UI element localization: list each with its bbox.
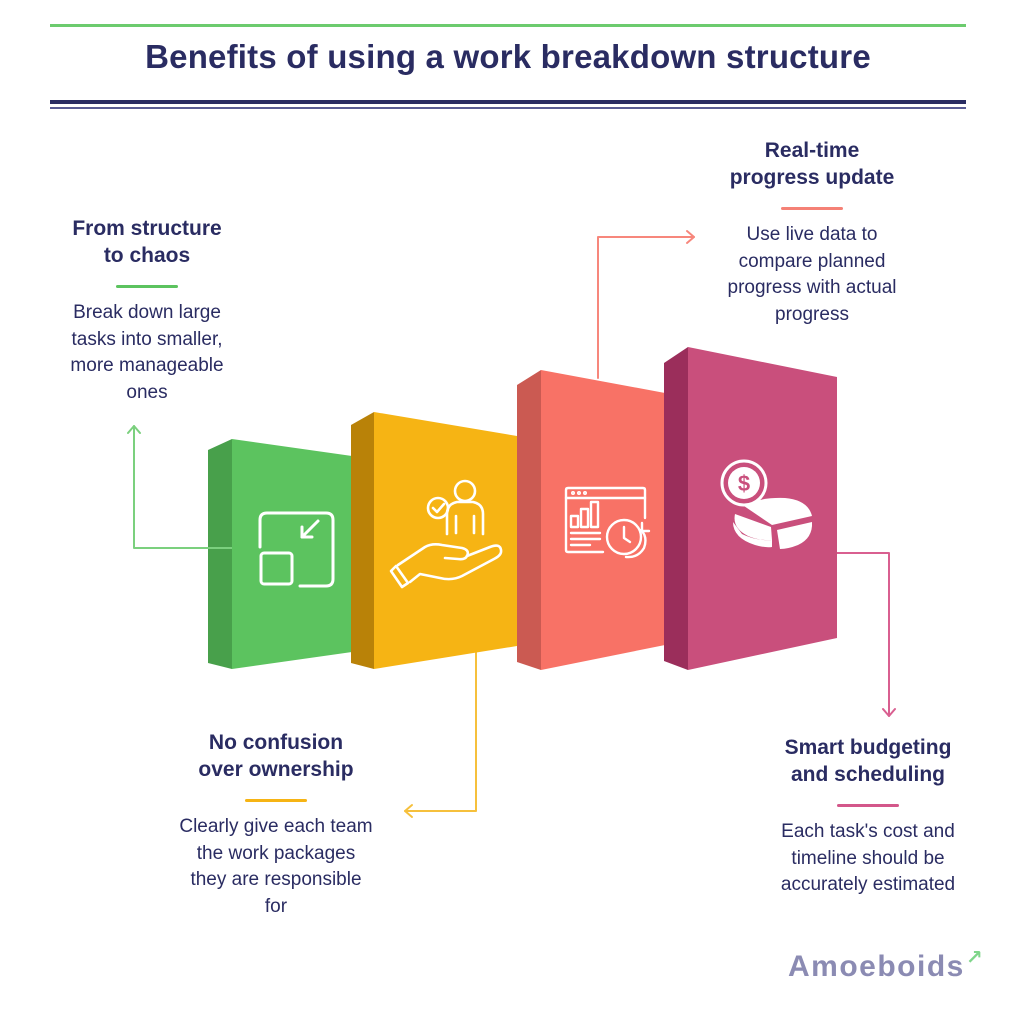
dashboard-clock-icon [564, 486, 651, 559]
benefit-card-ownership: No confusion over ownership Clearly give… [136, 730, 416, 920]
connector-green [127, 425, 233, 549]
page-title: Benefits of using a work breakdown struc… [145, 38, 871, 75]
benefit-accent-bar [837, 804, 899, 807]
hand-person-check-icon [389, 479, 503, 589]
block-green [208, 439, 352, 669]
benefit-heading: Smart budgeting and scheduling [784, 736, 952, 786]
top-accent-rule [50, 24, 966, 27]
benefit-accent-bar [245, 799, 307, 802]
benefit-description: Use live data to compare planned progres… [727, 224, 897, 325]
block-pink: $ [664, 347, 837, 670]
benefit-accent-bar [116, 285, 178, 288]
title-underline-thin [50, 107, 966, 109]
benefit-description: Each task's cost and timeline should be … [780, 821, 956, 895]
connector-pink [836, 552, 896, 717]
benefit-accent-bar [781, 207, 843, 210]
benefit-heading: No confusion over ownership [198, 731, 354, 781]
connector-yellow [404, 651, 477, 818]
svg-text:$: $ [738, 471, 750, 496]
benefit-card-budgeting: Smart budgeting and scheduling Each task… [743, 735, 993, 899]
logo-initial: A [788, 950, 812, 983]
benefit-description: Break down large tasks into smaller, mor… [70, 302, 224, 403]
logo-text: moeboids [811, 950, 965, 983]
benefit-description: Clearly give each team the work packages… [179, 816, 373, 917]
benefit-heading: From structure to chaos [72, 217, 222, 267]
collapse-arrow-icon [258, 511, 335, 588]
title-underline-thick [50, 100, 966, 104]
amoeboids-logo: Amoeboids↗ [788, 947, 985, 984]
dollar-pie-chart-icon: $ [720, 459, 813, 549]
connector-salmon [597, 230, 695, 379]
benefit-heading: Real-time progress update [729, 139, 895, 189]
logo-arrow-icon: ↗ [965, 947, 985, 969]
block-yellow [351, 412, 517, 669]
benefit-card-progress: Real-time progress update Use live data … [692, 138, 932, 328]
block-salmon [517, 370, 665, 670]
benefit-card-structure: From structure to chaos Break down large… [37, 216, 257, 406]
